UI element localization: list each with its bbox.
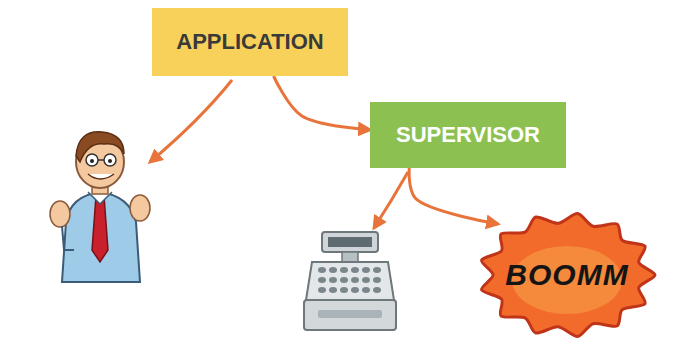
register-key	[318, 287, 326, 293]
connector-arrow	[274, 76, 370, 130]
register-key	[373, 287, 381, 293]
person-illustration	[50, 132, 150, 282]
register-key	[318, 277, 326, 283]
register-key	[362, 277, 370, 283]
register-key	[373, 267, 381, 273]
register-key	[329, 287, 337, 293]
register-key	[340, 287, 348, 293]
register-key	[340, 267, 348, 273]
register-key	[362, 267, 370, 273]
cash-register-illustration	[304, 232, 396, 330]
leader-arrow	[150, 80, 232, 162]
node-label: APPLICATION	[176, 29, 323, 55]
register-key	[318, 267, 326, 273]
register-key	[373, 277, 381, 283]
register-key	[351, 287, 359, 293]
register-key	[351, 277, 359, 283]
node-label: SUPERVISOR	[396, 122, 540, 148]
connector-arrow	[409, 168, 498, 224]
node-label: BOOMM	[505, 258, 628, 292]
register-key	[362, 287, 370, 293]
register-key	[351, 267, 359, 273]
explosion-shape: BOOMM	[476, 210, 658, 340]
leader-arrow	[374, 172, 408, 228]
register-key	[340, 277, 348, 283]
register-key	[329, 277, 337, 283]
register-key	[329, 267, 337, 273]
explosion-cloud	[481, 213, 655, 336]
supervisor-box: SUPERVISOR	[370, 102, 566, 168]
application-box: APPLICATION	[152, 8, 348, 76]
